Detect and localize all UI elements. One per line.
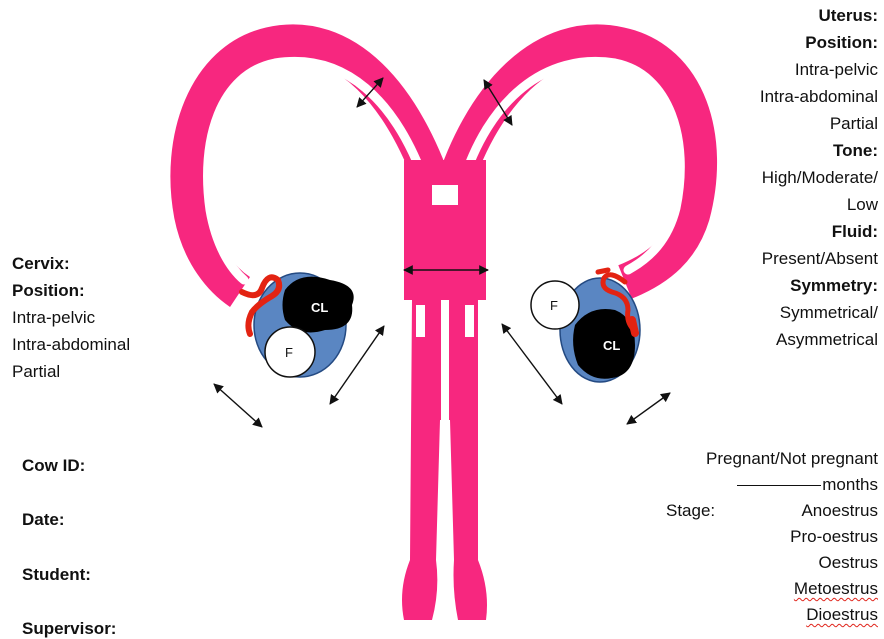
left-ovary-length-arrow — [214, 384, 262, 427]
student-label: Student: — [22, 561, 91, 588]
months-label: months — [822, 475, 878, 494]
cervix-position-option: Intra-abdominal — [12, 331, 192, 358]
uterus-position-option: Partial — [678, 110, 878, 137]
uterus-panel: Uterus: Position: Intra-pelvic Intra-abd… — [678, 2, 878, 353]
cow-id-label: Cow ID: — [22, 452, 85, 479]
right-ovary-length-arrow — [627, 393, 670, 424]
stage-row: Stage: Anoestrus — [638, 498, 878, 524]
right-follicle-label: F — [550, 298, 558, 313]
symmetry-option: Asymmetrical — [678, 326, 878, 353]
stage-label: Stage: — [666, 498, 715, 524]
cervix-position-heading: Position: — [12, 277, 192, 304]
uterus-position-heading: Position: — [678, 29, 878, 56]
left-cl-label: CL — [311, 300, 328, 315]
cervix-position-option: Intra-pelvic — [12, 304, 192, 331]
right-cl-label: CL — [603, 338, 620, 353]
months-line: months — [638, 472, 878, 498]
symmetry-heading: Symmetry: — [678, 272, 878, 299]
cervix-panel: Cervix: Position: Intra-pelvic Intra-abd… — [12, 250, 192, 385]
symmetry-option: Symmetrical/ — [678, 299, 878, 326]
months-blank — [737, 485, 821, 486]
stage-option: Dioestrus — [806, 605, 878, 624]
pregnancy-panel: Pregnant/Not pregnant months Stage: Anoe… — [638, 446, 878, 628]
uterus-position-option: Intra-abdominal — [678, 83, 878, 110]
right-ovary: CL F — [531, 278, 640, 382]
uterus-heading: Uterus: — [678, 2, 878, 29]
stage-option: Oestrus — [638, 550, 878, 576]
fluid-options: Present/Absent — [678, 245, 878, 272]
uterus-position-option: Intra-pelvic — [678, 56, 878, 83]
stage-option: Metoestrus — [794, 579, 878, 598]
tone-heading: Tone: — [678, 137, 878, 164]
stage-option: Pro-oestrus — [638, 524, 878, 550]
tone-option: High/Moderate/ — [678, 164, 878, 191]
date-label: Date: — [22, 506, 65, 533]
pregnancy-status: Pregnant/Not pregnant — [638, 446, 878, 472]
cervix-heading: Cervix: — [12, 250, 192, 277]
tone-option: Low — [678, 191, 878, 218]
left-follicle-label: F — [285, 345, 293, 360]
stage-option: Anoestrus — [801, 501, 878, 520]
fluid-heading: Fluid: — [678, 218, 878, 245]
left-ovary: CL F — [254, 273, 354, 377]
right-ovary-width-arrow — [502, 324, 562, 404]
cervix-position-option: Partial — [12, 358, 192, 385]
supervisor-label: Supervisor: — [22, 615, 116, 639]
